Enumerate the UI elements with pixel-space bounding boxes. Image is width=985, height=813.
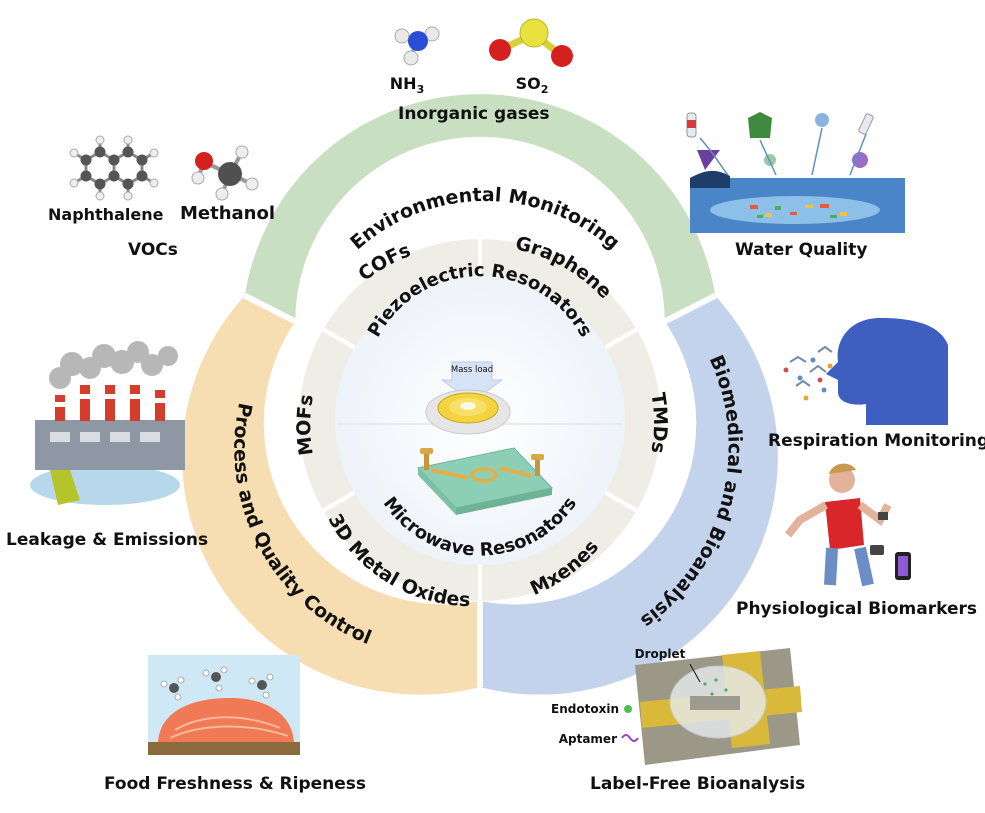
inorganic-gases-label: Inorganic gases [398,104,550,124]
runner-illustration [784,463,911,587]
microwave-resonator-illustration [417,447,553,515]
droplet-label: Droplet [635,647,686,661]
sector-divider [243,293,297,325]
naphthalene-molecule-icon [73,140,155,196]
leakage-emissions-label: Leakage & Emissions [6,530,209,550]
respiration-monitoring-label: Respiration Monitoring [768,431,985,451]
nh3-label: NH3 [390,74,424,96]
sector-process [182,295,481,695]
label-free-bioanalysis-label: Label-Free Bioanalysis [590,774,806,794]
sector-divider [663,293,717,325]
aptamer-label: Aptamer [559,732,617,746]
water-quality-illustration [686,112,905,233]
nh3-molecule-icon [394,26,440,66]
piezo-resonator-illustration [425,389,511,435]
so2-molecule-icon [489,18,573,67]
naphthalene-label: Naphthalene [48,205,164,224]
material-label-tmds: TMDs [646,391,671,455]
sector-environmental [244,94,716,322]
water-quality-label: Water Quality [735,240,868,260]
endotoxin-label: Endotoxin [551,702,619,716]
vocs-label: VOCs [128,240,178,260]
physiological-biomarkers-label: Physiological Biomarkers [736,599,977,619]
factory-illustration [30,341,185,505]
methanol-label: Methanol [180,203,276,224]
mass-load-arrow [440,361,504,403]
bioanalysis-illustration [621,648,802,765]
methanol-molecule-icon [191,145,259,201]
material-label-mofs: MOFs [293,393,318,457]
food-freshness-label: Food Freshness & Ripeness [104,774,367,794]
so2-label: SO2 [516,74,549,96]
respiration-head-illustration [783,318,948,425]
sector-biomedical [480,295,778,695]
mass-load-label: Mass load [451,365,493,375]
naphthalene-atoms [69,135,159,201]
food-illustration [148,655,300,755]
